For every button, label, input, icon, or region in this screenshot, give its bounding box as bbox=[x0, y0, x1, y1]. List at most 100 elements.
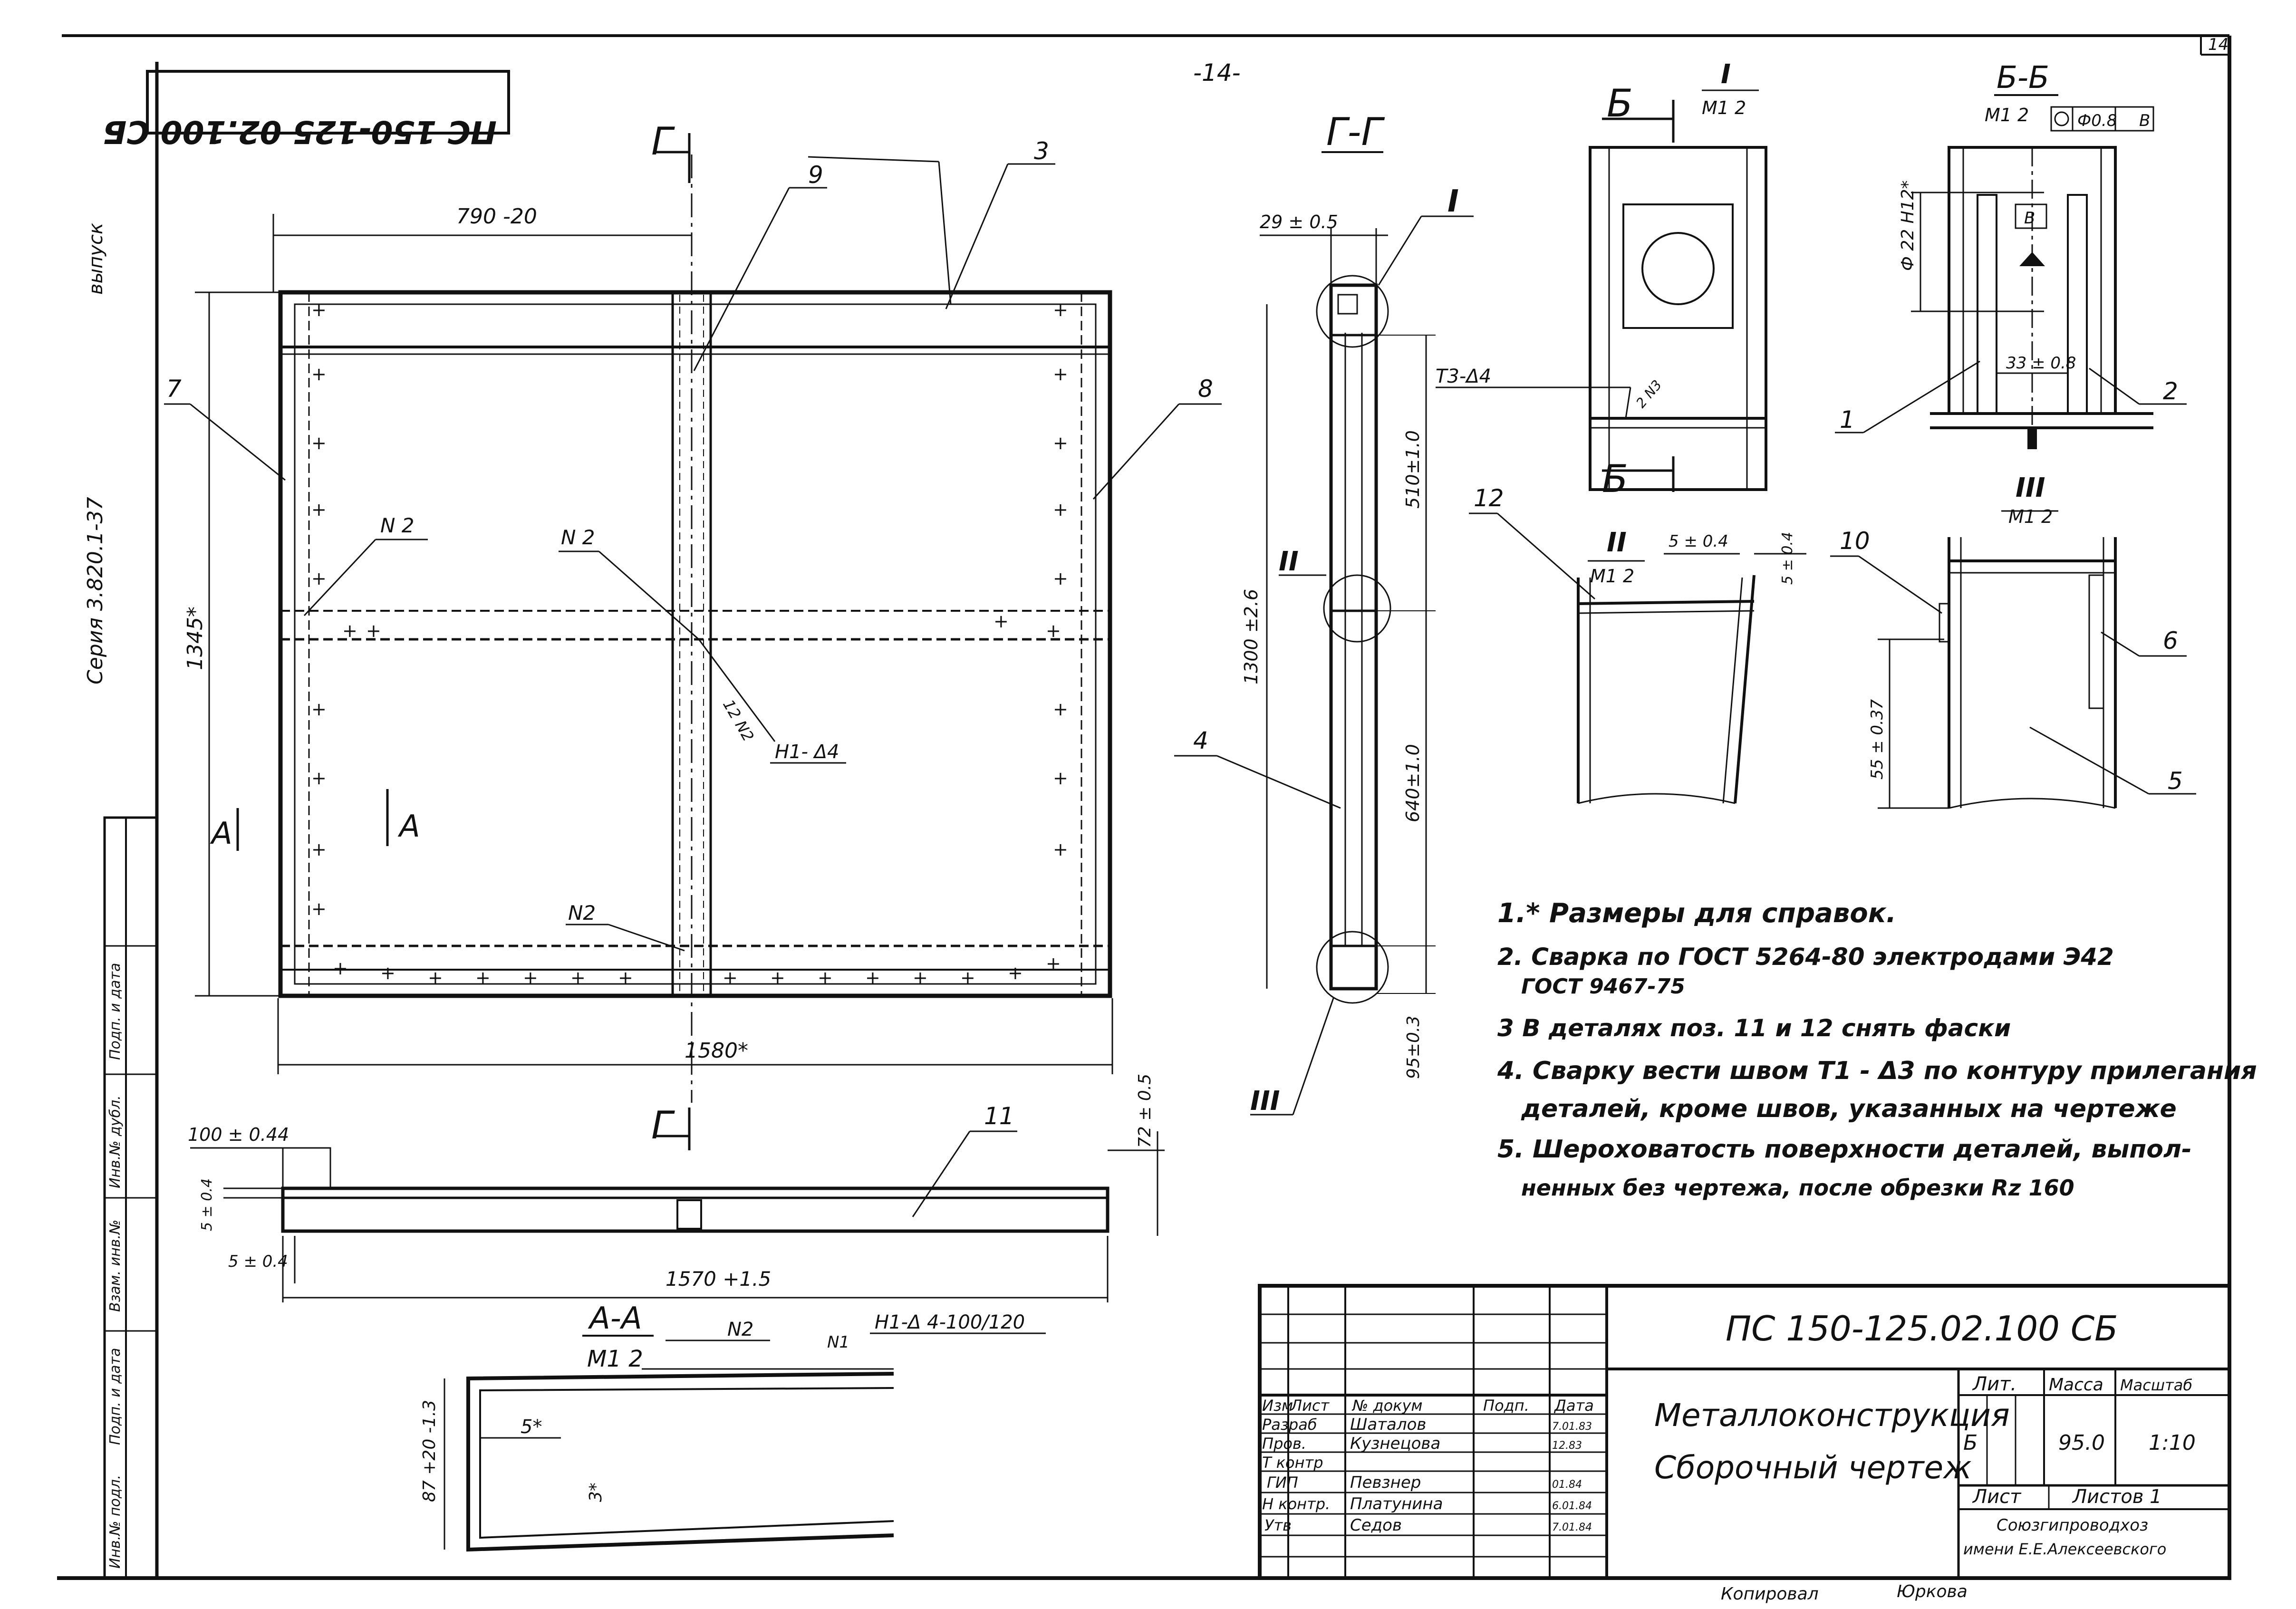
tb-designation: ПС 150-125.02.100 СБ bbox=[1726, 1309, 2118, 1349]
section-aa-scale: М1 2 bbox=[587, 1346, 643, 1372]
svg-text:+: + bbox=[311, 839, 327, 860]
svg-text:+: + bbox=[366, 620, 381, 641]
note-5b: ненных без чертежа, после обрезки Rz 160 bbox=[1521, 1175, 2074, 1201]
section-bb-callout2: 2 bbox=[2163, 377, 2178, 405]
tb-role-0: Разраб bbox=[1262, 1416, 1317, 1434]
rotated-designation: ПС 150-125 02.100 СБ bbox=[103, 70, 510, 150]
detail-iii-callout5: 5 bbox=[2168, 767, 2183, 795]
section-gg-d1300: 1300 ±2.6 bbox=[1241, 589, 1262, 684]
dim-5b: 5 ± 0.4 bbox=[228, 1252, 288, 1271]
tb-name-5: Седов bbox=[1350, 1516, 1402, 1535]
svg-text:+: + bbox=[1046, 620, 1061, 641]
svg-text:+: + bbox=[1053, 364, 1068, 385]
stamp-col-5: Подп. и дата bbox=[107, 963, 124, 1060]
callout-n2-bottom: N2 bbox=[568, 901, 596, 925]
svg-text:+: + bbox=[913, 967, 928, 988]
title-block: ПС 150-125.02.100 СБ Металлоконструкция … bbox=[1258, 1284, 2231, 1580]
tb-sheet-label: Лист bbox=[1972, 1486, 2022, 1508]
svg-text:+: + bbox=[311, 568, 327, 589]
svg-text:+: + bbox=[342, 620, 357, 641]
stamp-col-2: Подп. и дата bbox=[107, 1348, 124, 1445]
callout-n2-left: N 2 bbox=[380, 514, 415, 537]
note-5: 5. Шероховатость поверхности деталей, вы… bbox=[1497, 1135, 2192, 1164]
section-bb-callout1: 1 bbox=[1840, 406, 1855, 434]
tb-h-date: Дата bbox=[1553, 1397, 1594, 1415]
footer-copier: Юркова bbox=[1897, 1582, 1968, 1601]
rotated-designation-text: ПС 150-125 02.100 СБ bbox=[103, 114, 497, 150]
callout-7: 7 bbox=[166, 375, 182, 403]
svg-text:+: + bbox=[311, 898, 327, 919]
tb-name-4: Платунина bbox=[1350, 1494, 1443, 1513]
dim-5star: 5* bbox=[521, 1416, 542, 1438]
detail-iii: III М1 2 55 ± 0.37 10 6 5 bbox=[1830, 472, 2196, 809]
section-gg-roman1: I bbox=[1447, 184, 1459, 219]
detail-b-weld: Т3-Δ4 bbox=[1436, 366, 1491, 387]
tb-name-line2: Сборочный чертеж bbox=[1654, 1449, 1972, 1486]
note-3: 3 В деталях поз. 11 и 12 снять фаски bbox=[1497, 1014, 2011, 1042]
section-gg-callout4: 4 bbox=[1193, 727, 1208, 754]
section-bb-title: Б-Б bbox=[1997, 60, 2049, 96]
tb-name-0: Шаталов bbox=[1350, 1415, 1426, 1434]
dim-5a: 5 ± 0.4 bbox=[199, 1178, 215, 1231]
section-bb-dim33: 33 ± 0.8 bbox=[2006, 354, 2076, 373]
tb-lit-label: Лит. bbox=[1972, 1373, 2016, 1395]
dim-top-width: 790 -20 bbox=[456, 204, 537, 229]
dim-height: 1345* bbox=[183, 607, 207, 670]
detail-b-scale: М1 2 bbox=[1702, 97, 1746, 118]
detail-iii-roman: III bbox=[2016, 472, 2045, 503]
tb-role-3: ГИП bbox=[1267, 1474, 1298, 1492]
section-mark-a-left: А bbox=[210, 816, 232, 851]
section-bb-tolerance: Ф0.8 bbox=[2077, 111, 2117, 130]
section-gg: Г-Г 29 ± 0.5 1300 ±2.6 510±1.0 640±1.0 9… bbox=[1174, 110, 1474, 1117]
svg-text:+: + bbox=[570, 967, 586, 988]
detail-b-weld-n3: 2 N3 bbox=[1633, 377, 1665, 411]
tb-scale-label: Масштаб bbox=[2120, 1376, 2192, 1394]
svg-text:+: + bbox=[311, 364, 327, 385]
svg-text:+: + bbox=[475, 967, 491, 988]
section-gg-d95: 95±0.3 bbox=[1404, 1016, 1423, 1079]
stamp-col-1: Инв.№ подл. bbox=[107, 1475, 124, 1569]
dim-1570: 1570 +1.5 bbox=[666, 1267, 771, 1291]
detail-b-mark-bottom: Б bbox=[1602, 457, 1628, 501]
detail-ii: II М1 2 5 ± 0.4 5 ± 0.4 12 bbox=[1469, 484, 1806, 804]
callout-8: 8 bbox=[1198, 375, 1213, 403]
tb-role-2: Т контр bbox=[1262, 1454, 1323, 1472]
note-2b: ГОСТ 9467-75 bbox=[1521, 974, 1685, 999]
detail-iii-d55: 55 ± 0.37 bbox=[1868, 699, 1887, 780]
svg-text:+: + bbox=[311, 699, 327, 720]
callout-9: 9 bbox=[808, 161, 823, 189]
dim-3star: 3* bbox=[586, 1483, 606, 1502]
svg-text:+: + bbox=[1053, 499, 1068, 520]
section-gg-roman3: III bbox=[1250, 1086, 1280, 1117]
detail-ii-d5a: 5 ± 0.4 bbox=[1669, 532, 1728, 551]
svg-text:+: + bbox=[994, 611, 1009, 632]
section-aa-n1: N1 bbox=[827, 1333, 849, 1352]
tb-mass-value: 95.0 bbox=[2058, 1431, 2105, 1455]
sheet-number-corner: 14 bbox=[2208, 35, 2228, 54]
section-gg-d510: 510±1.0 bbox=[1402, 430, 1423, 509]
tb-scale-value: 1:10 bbox=[2149, 1431, 2196, 1455]
bottom-view: Г 100 ± 0.44 72 ± 0.5 5 ± 0.4 5 ± 0.4 15… bbox=[188, 1074, 1165, 1302]
section-aa-weld: H1-Δ 4-100/120 bbox=[875, 1311, 1025, 1333]
dim-72: 72 ± 0.5 bbox=[1135, 1074, 1155, 1148]
section-bb: Б-Б М1 2 Ф0.8 В В Ф 22 H12* 33 ± 0.8 1 2 bbox=[1835, 60, 2187, 449]
tb-org-line2: имени Е.Е.Алексеевского bbox=[1963, 1540, 2166, 1558]
section-gg-d29: 29 ± 0.5 bbox=[1260, 212, 1338, 232]
section-mark-g-bottom: Г bbox=[651, 1103, 675, 1147]
section-mark-a-right: А bbox=[397, 809, 420, 844]
note-4: 4. Сварку вести швом Т1 - Δ3 по контуру … bbox=[1497, 1057, 2257, 1085]
svg-text:+: + bbox=[618, 967, 633, 988]
section-bb-datum-frame: В bbox=[2139, 111, 2150, 130]
page-number-top: -14- bbox=[1193, 59, 1241, 87]
dim-100: 100 ± 0.44 bbox=[188, 1124, 289, 1145]
stamp-col-3: Взам. инв.№ bbox=[107, 1220, 124, 1312]
tb-date-1: 12.83 bbox=[1552, 1440, 1582, 1452]
callout-n2-mid: N 2 bbox=[561, 526, 595, 549]
section-bb-scale: М1 2 bbox=[1985, 105, 2029, 125]
tb-name-1: Кузнецова bbox=[1350, 1434, 1440, 1453]
svg-text:+: + bbox=[1053, 433, 1068, 453]
svg-text:+: + bbox=[770, 967, 785, 988]
callout-3: 3 bbox=[1034, 137, 1049, 165]
note-4b: деталей, кроме швов, указанных на чертеж… bbox=[1521, 1095, 2177, 1123]
